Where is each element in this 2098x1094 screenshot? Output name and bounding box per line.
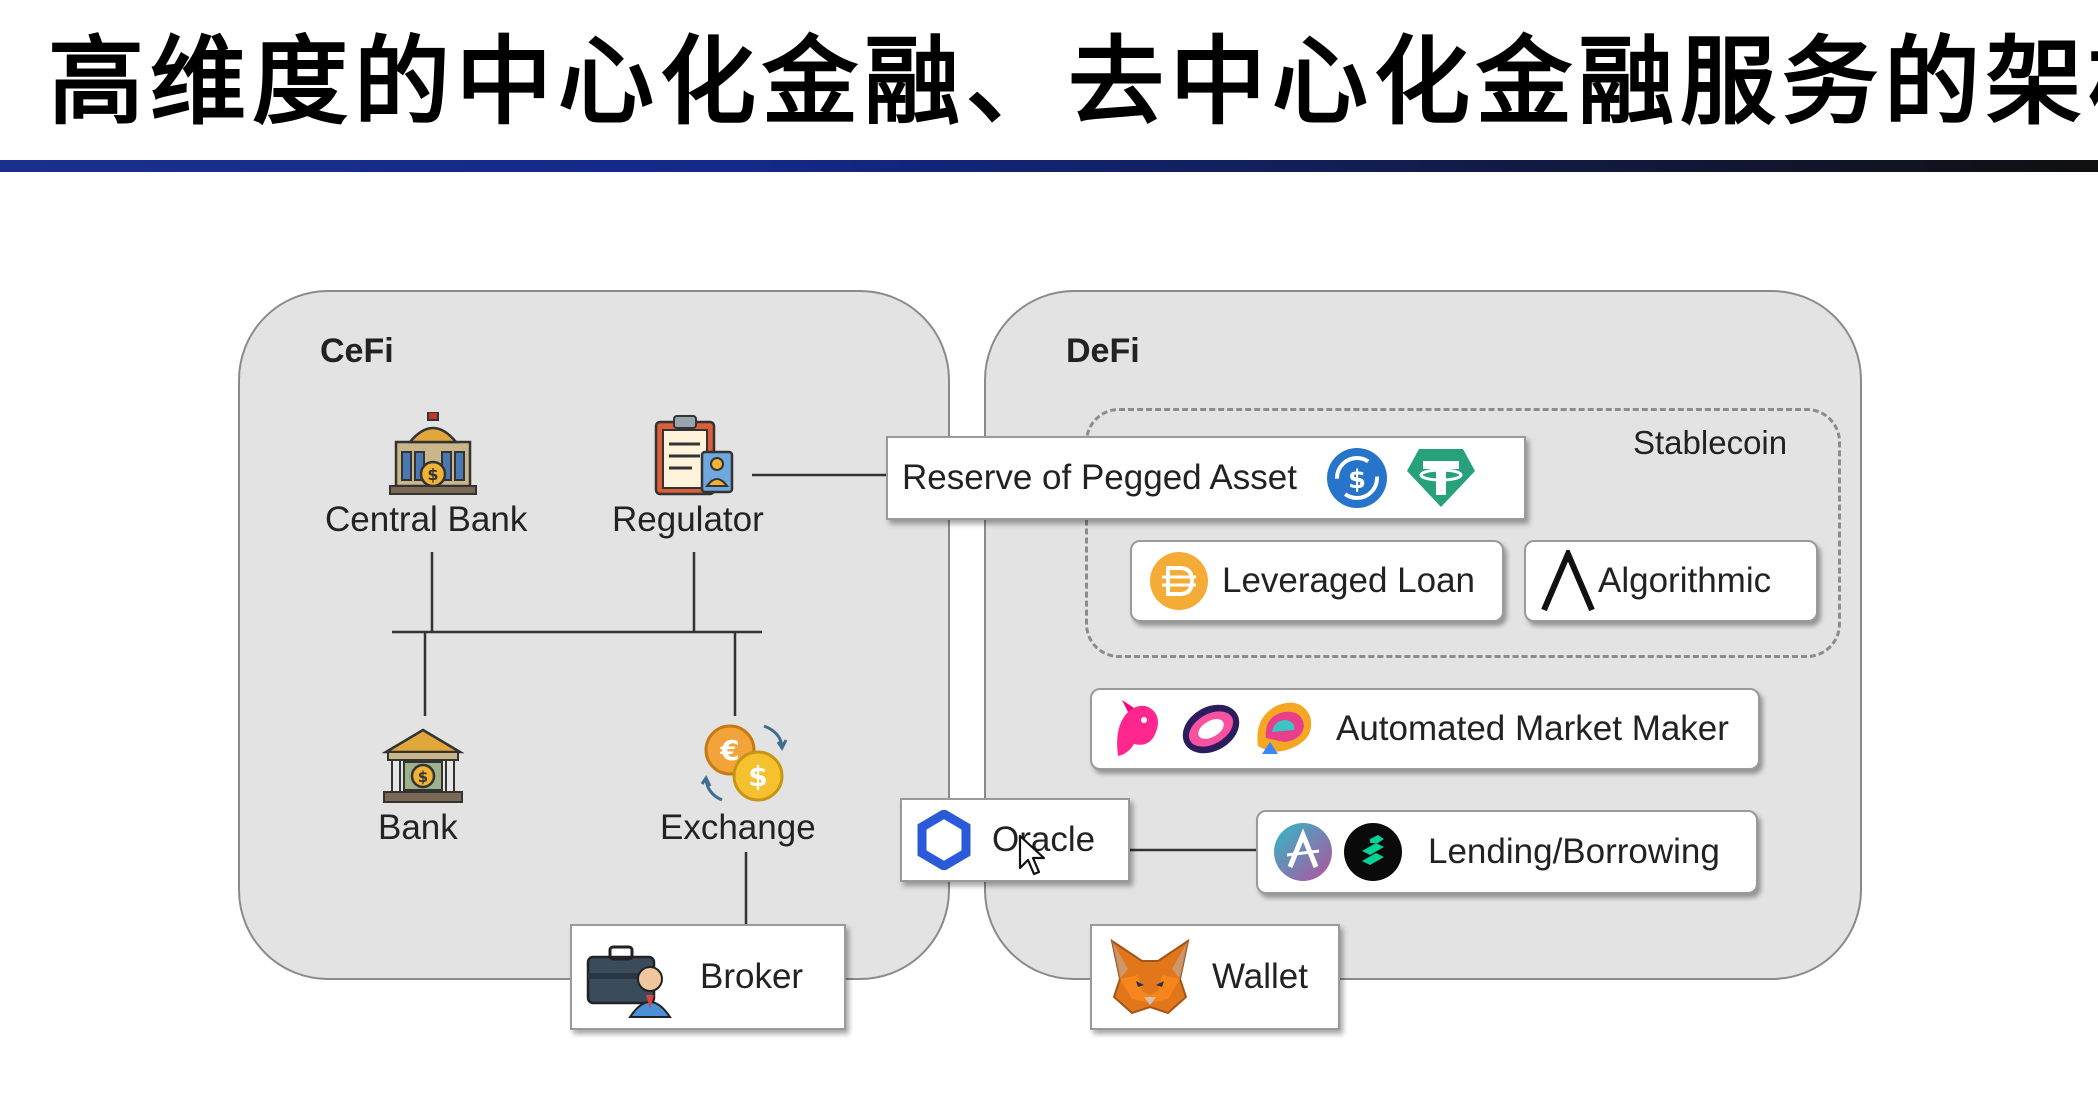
svg-text:$: $ — [427, 465, 438, 484]
mouse-cursor-icon — [1018, 834, 1046, 882]
broker-node: Broker — [570, 924, 846, 1030]
algorithmic-label: Algorithmic — [1598, 561, 1772, 600]
dai-icon — [1150, 552, 1208, 610]
wallet-label: Wallet — [1212, 957, 1308, 996]
stablecoin-label: Stablecoin — [1633, 424, 1788, 461]
regulator-label: Regulator — [612, 500, 764, 539]
cefi-label: CeFi — [320, 332, 394, 370]
stablecoin-region — [1085, 408, 1841, 658]
lending-borrowing-node: Lending/Borrowing — [1256, 810, 1758, 894]
svg-text:$: $ — [1348, 465, 1366, 495]
sushiswap-icon — [1182, 704, 1240, 754]
amm-label: Automated Market Maker — [1336, 709, 1729, 748]
leveraged-loan-node: Leveraged Loan — [1130, 540, 1504, 622]
chainlink-icon — [917, 810, 971, 870]
oracle-node: Oracle — [900, 798, 1130, 882]
leveraged-loan-label: Leveraged Loan — [1222, 561, 1475, 600]
bank-label: Bank — [378, 808, 458, 847]
regulator-icon — [652, 414, 736, 502]
reserve-of-pegged-asset-node: Reserve of Pegged Asset $ — [886, 436, 1526, 520]
page-title: 高维度的中心化金融、去中心化金融服务的架构 — [48, 25, 2098, 138]
lambda-icon — [1541, 550, 1595, 612]
defi-label: DeFi — [1066, 332, 1140, 370]
algorithmic-node: Algorithmic — [1524, 540, 1818, 622]
title-underline — [0, 160, 2098, 172]
svg-text:€: € — [719, 734, 739, 767]
central-bank-label: Central Bank — [325, 500, 528, 539]
wallet-node: Wallet — [1090, 924, 1340, 1030]
compound-icon — [1344, 823, 1402, 881]
cefi-panel — [238, 290, 950, 980]
metamask-icon — [1110, 938, 1190, 1015]
svg-text:$: $ — [748, 760, 767, 793]
lending-borrowing-label: Lending/Borrowing — [1428, 832, 1720, 871]
svg-text:$: $ — [418, 768, 428, 786]
broker-label: Broker — [700, 957, 804, 996]
broker-icon — [586, 945, 672, 1018]
uniswap-icon — [1117, 700, 1158, 756]
automated-market-maker-node: Automated Market Maker — [1090, 688, 1760, 770]
bank-icon: $ — [381, 726, 465, 810]
reserve-label: Reserve of Pegged Asset — [902, 458, 1297, 497]
usdc-icon: $ — [1326, 448, 1387, 508]
exchange-icon: € $ — [700, 718, 790, 810]
tether-icon — [1406, 449, 1475, 507]
aave-icon — [1274, 823, 1332, 881]
central-bank-icon: $ — [388, 411, 478, 502]
exchange-label: Exchange — [660, 808, 816, 847]
curve-icon — [1257, 702, 1312, 754]
oracle-label: Oracle — [992, 820, 1096, 859]
